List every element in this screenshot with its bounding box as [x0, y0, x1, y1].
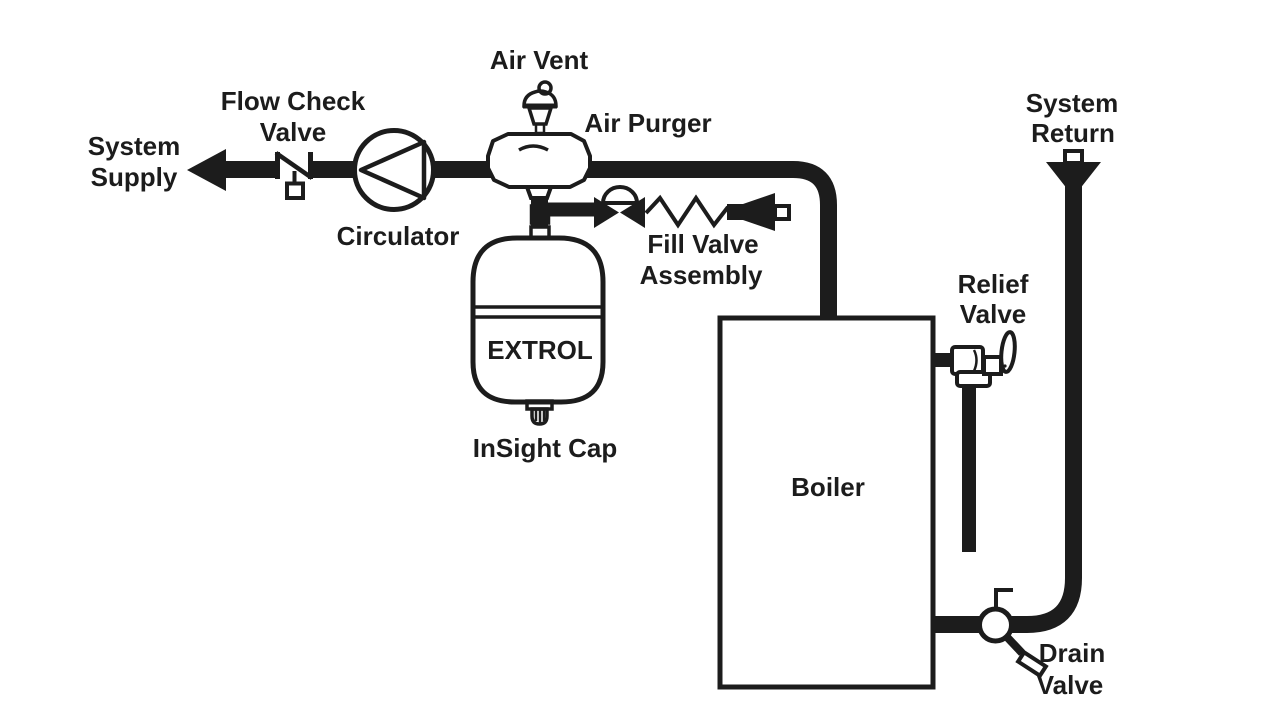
label-flow-check-valve-2: Valve [260, 117, 327, 147]
tank-brand-label: EXTROL [487, 335, 593, 365]
drain-valve-handle [994, 588, 1013, 610]
label-circulator: Circulator [337, 221, 460, 251]
relief-valve-lever [999, 330, 1017, 374]
label-relief-valve-2: Valve [960, 299, 1027, 329]
label-relief-valve-1: Relief [958, 269, 1029, 299]
drain-valve-spout [1015, 649, 1049, 679]
relief-valve-body [950, 345, 985, 376]
drain-valve-symbol [977, 588, 1049, 679]
drain-valve-spout-neck [1003, 633, 1025, 656]
relief-valve-base-flange [955, 370, 992, 388]
tank-union-nut [529, 204, 551, 225]
label-boiler: Boiler [791, 472, 865, 502]
label-fill-valve-assembly-2: Assembly [640, 260, 763, 290]
circulator-impeller-arrow [358, 139, 427, 201]
return-pipe [931, 184, 1082, 633]
fill-valve-outlet-nub [773, 204, 791, 221]
supply-flow-arrow [187, 149, 226, 191]
air-purger-body [486, 132, 592, 189]
return-flow-arrow [1046, 162, 1101, 197]
label-air-purger: Air Purger [584, 108, 711, 138]
relief-valve-lever-pin [1003, 364, 1007, 368]
air-vent-float-knob [537, 80, 553, 96]
check-valve-weight [285, 181, 305, 200]
fill-valve-left-wedge [594, 197, 619, 228]
label-system-supply-2: Supply [91, 162, 178, 192]
flow-check-valve-symbol [274, 151, 314, 200]
air-vent-symbol [522, 80, 558, 135]
label-system-return-2: Return [1031, 118, 1115, 148]
air-vent-body [526, 106, 554, 126]
relief-valve-body-seam [972, 349, 978, 372]
relief-valve-outlet [982, 355, 1003, 376]
label-system-return-1: System [1026, 88, 1119, 118]
label-drain-valve-2: Valve [1037, 670, 1104, 700]
label-system-supply-1: System [88, 131, 181, 161]
air-purger-seam [518, 144, 549, 152]
check-valve-flapper [274, 151, 314, 180]
drain-valve-body [977, 606, 1014, 644]
supply-pipe-main [310, 161, 837, 320]
fill-valve-bonnet-dome [600, 185, 640, 205]
tank-tee-fitting [531, 196, 548, 226]
air-vent-stem [534, 122, 546, 135]
fill-valve-inlet-hub [727, 204, 743, 220]
label-insight-cap: InSight Cap [473, 433, 617, 463]
return-pipe-notch [1063, 149, 1084, 165]
circulator-symbol [352, 128, 436, 212]
fill-valve-assembly-symbol [594, 185, 791, 231]
expansion-tank: EXTROL [470, 235, 606, 426]
air-purger-symbol [486, 132, 592, 240]
label-fill-valve-assembly-1: Fill Valve [647, 229, 758, 259]
fill-valve-right-wedge [620, 197, 645, 228]
label-flow-check-valve-1: Flow Check [221, 86, 366, 116]
fill-valve-cone [743, 193, 775, 231]
relief-valve-symbol [950, 330, 1017, 388]
insight-cap-body [530, 407, 549, 426]
boiler-body [717, 315, 936, 690]
flex-connector-zigzag [644, 194, 730, 229]
label-drain-valve-1: Drain [1039, 638, 1105, 668]
label-air-vent: Air Vent [490, 45, 589, 75]
expansion-tank-shell [470, 235, 606, 405]
air-vent-cap-dome [522, 89, 558, 108]
